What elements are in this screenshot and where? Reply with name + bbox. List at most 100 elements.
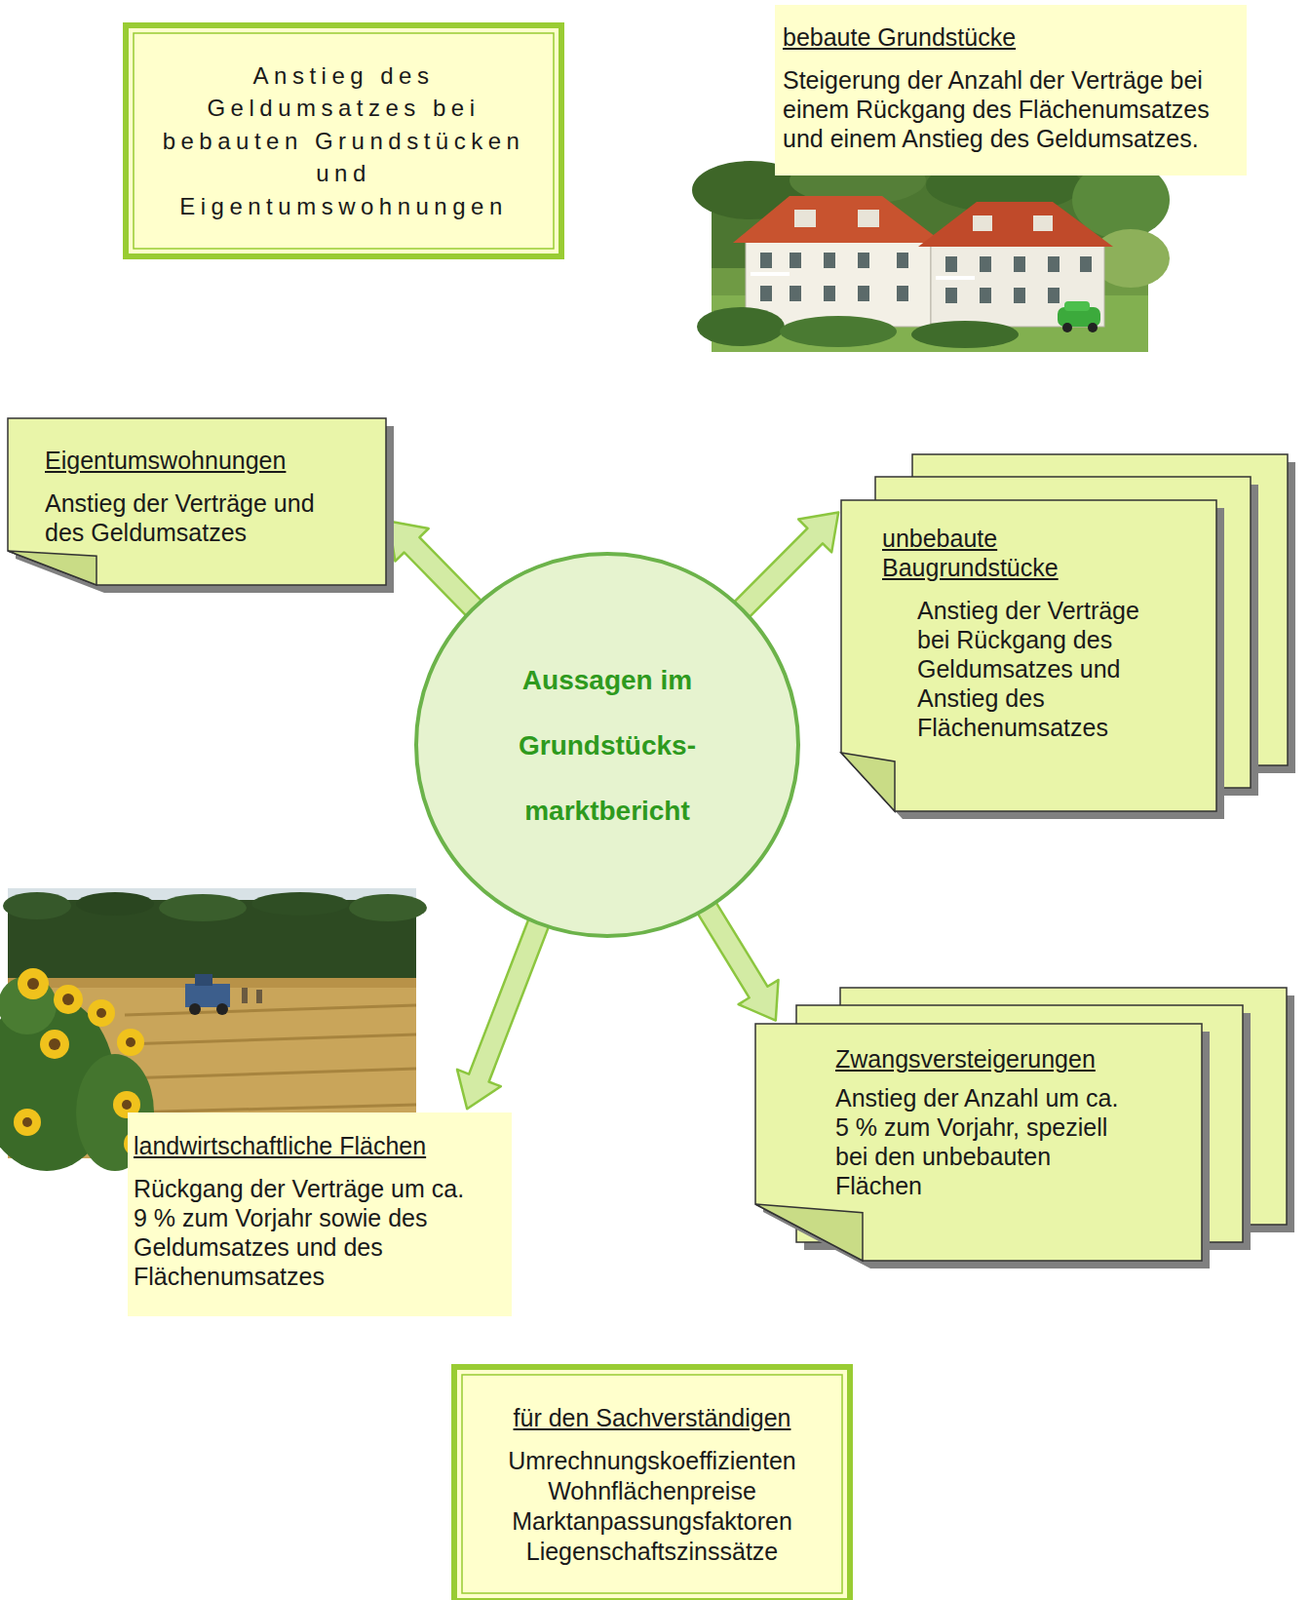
field-photo-part-part <box>62 993 75 1005</box>
houses-photo-part <box>745 236 931 327</box>
houses-photo-part-part <box>1047 256 1060 272</box>
field-photo-part-part <box>124 1068 417 1079</box>
node-text: Anstieg der Anzahl um ca. 5 % zum Vorjah… <box>835 1082 1128 1200</box>
field-photo-part <box>76 891 155 916</box>
houses-photo-part-part <box>896 252 909 269</box>
field-photo-part <box>22 977 142 1149</box>
node-heading: Eigentumswohnungen <box>44 445 383 475</box>
houses-photo-part-part <box>823 285 836 302</box>
field-photo-part <box>216 1002 229 1015</box>
houses-photo-part-part <box>857 285 870 302</box>
block-arrow <box>728 511 839 623</box>
houses-photo-part <box>930 242 1105 327</box>
note-box: EigentumswohnungenAnstieg der Verträge u… <box>7 418 386 585</box>
field-photo-part-part <box>125 1037 136 1047</box>
field-photo-part-part <box>121 1099 132 1110</box>
text-area: bebaute GrundstückeSteigerung der Anzahl… <box>782 22 1243 154</box>
node-text: Rückgang der Verträge um ca. 9 % zum Vor… <box>133 1173 477 1291</box>
field-photo-part <box>241 987 248 1003</box>
stacked-note: unbebaute BaugrundstückeAnstieg der Vert… <box>841 500 1217 811</box>
box-fill <box>127 1112 512 1316</box>
box-inner-border <box>133 33 554 249</box>
houses-photo-part-part <box>1013 287 1026 304</box>
block-arrow <box>457 911 552 1110</box>
field-photo-part-part <box>116 1028 145 1056</box>
center-circle: Aussagen im Grundstücks- marktbericht <box>413 550 802 939</box>
houses-photo-part-part <box>1047 287 1060 304</box>
field-photo-part <box>2 891 72 920</box>
houses-photo-part-part <box>760 252 772 269</box>
field-photo-part-part <box>39 1029 70 1059</box>
houses-photo <box>692 155 1170 352</box>
field-photo-part <box>251 891 349 916</box>
field-photo-part-part <box>124 1004 417 1015</box>
box-fill <box>774 4 1247 176</box>
node-text: Aussagen im Grundstücks- marktbericht <box>500 647 715 844</box>
field-photo-part-part <box>53 984 83 1014</box>
node-text: Wohnflächenpreise <box>451 1475 853 1506</box>
stacked-note: ZwangsversteigerungenAnstieg der Anzahl … <box>755 1023 1202 1261</box>
houses-photo-part <box>935 275 975 280</box>
box-border <box>125 25 562 257</box>
houses-photo-part-part <box>896 285 909 302</box>
text-area: ZwangsversteigerungenAnstieg der Anzahl … <box>835 1043 1198 1200</box>
folded-corner <box>841 752 895 811</box>
node-heading: für den Sachverständigen <box>451 1402 853 1433</box>
node-heading: bebaute Grundstücke <box>782 22 1243 52</box>
houses-photo-part <box>918 201 1114 247</box>
text-area: landwirtschaftliche FlächenRückgang der … <box>133 1130 508 1291</box>
houses-photo-part <box>911 320 1019 348</box>
node-text: Marktanpassungsfaktoren <box>451 1505 853 1537</box>
houses-photo-part <box>794 209 816 228</box>
field-photo-part-part <box>22 1117 33 1127</box>
houses-photo-part-part <box>945 287 958 304</box>
field-photo-part-part <box>124 1034 417 1044</box>
houses-photo-part-part <box>1013 256 1026 272</box>
field-photo-part-part <box>96 1007 107 1018</box>
houses-photo-part <box>696 307 785 347</box>
field-photo-part-part <box>124 1104 417 1113</box>
title-box: Anstieg des Geldumsatzes bei bebauten Gr… <box>122 22 565 260</box>
houses-photo-part <box>760 252 1092 304</box>
houses-photo-part <box>1087 322 1098 333</box>
front-sheet <box>755 1023 1202 1261</box>
houses-photo-part-part <box>823 252 836 269</box>
folded-corner <box>7 550 97 585</box>
houses-photo-part-part <box>979 256 992 272</box>
node-text: Anstieg der Verträge bei Rückgang des Ge… <box>917 595 1161 742</box>
text-area: Anstieg des Geldumsatzes bei bebauten Gr… <box>122 59 565 224</box>
node-heading: Zwangsversteigerungen <box>835 1043 1198 1074</box>
houses-photo-part-part <box>979 287 992 304</box>
houses-photo-part-part <box>945 256 958 272</box>
houses-photo-part <box>1033 215 1053 232</box>
node-text: Anstieg des Geldumsatzes bei bebauten Gr… <box>149 59 540 224</box>
node-heading: landwirtschaftliche Flächen <box>133 1130 508 1160</box>
node-text: Umrechnungskoeffizienten <box>451 1445 853 1476</box>
houses-photo-part <box>857 209 880 228</box>
info-box: landwirtschaftliche FlächenRückgang der … <box>127 1112 512 1316</box>
node-text: Liegenschaftszinssätze <box>451 1536 853 1567</box>
expert-box: für den SachverständigenUmrechnungskoeff… <box>451 1363 853 1600</box>
houses-photo-part-part <box>789 285 802 302</box>
text-area: unbebaute BaugrundstückeAnstieg der Vert… <box>882 523 1213 742</box>
field-photo-part <box>256 989 263 1003</box>
block-arrow <box>693 894 778 1021</box>
houses-photo-part <box>972 215 993 232</box>
houses-photo-part <box>750 271 790 276</box>
houses-photo-part <box>1062 322 1073 333</box>
field-photo-part-part <box>27 977 39 990</box>
node-heading: unbebaute Baugrundstücke <box>882 523 1078 582</box>
houses-photo-part-part <box>760 285 772 302</box>
info-box: bebaute GrundstückeSteigerung der Anzahl… <box>774 4 1247 176</box>
node-text: Steigerung der Anzahl der Verträge bei e… <box>782 65 1227 154</box>
field-photo-part-part <box>48 1038 61 1050</box>
folded-corner <box>755 1203 863 1261</box>
text-area: für den SachverständigenUmrechnungskoeff… <box>451 1402 853 1567</box>
houses-photo-part-part <box>857 252 870 269</box>
houses-photo-part <box>779 315 897 347</box>
houses-photo-part <box>732 195 944 243</box>
field-photo-part <box>194 973 213 986</box>
node-text: Anstieg der Verträge und des Geldumsatze… <box>44 488 338 547</box>
field-photo-part-part <box>17 967 49 1000</box>
